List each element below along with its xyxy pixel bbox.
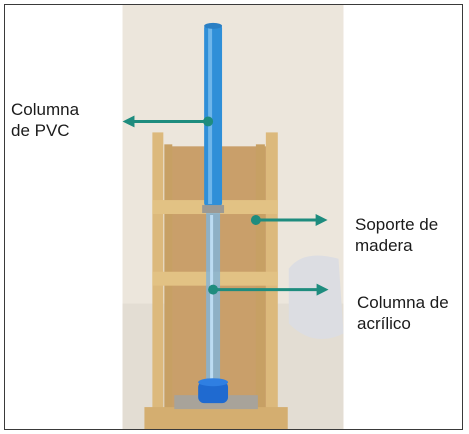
label-acrylic-column: Columna de acrílico [357,292,449,334]
figure-frame: Columna de PVC Soporte de madera Columna… [4,4,463,430]
apparatus-photo [122,5,344,429]
bottom-fitting-top [198,378,229,387]
bottom-fitting [198,381,229,404]
plastic-bag [288,255,344,340]
pvc-column [204,24,223,207]
label-pvc-line1: Columna [11,100,80,119]
arrow-soporte [250,214,328,226]
label-soporte-line2: madera [355,236,413,255]
pvc-cap [204,22,223,29]
arrow-pvc [122,115,214,128]
label-soporte-line1: Soporte de [355,215,439,234]
column-joint [202,205,225,214]
acrylic-column-highlight [210,215,214,383]
label-acrilico-line1: Columna de [357,293,449,312]
pvc-column-highlight [208,26,213,205]
acrylic-column [206,213,221,385]
wood-base [144,407,288,429]
label-pvc-line2: de PVC [11,121,70,140]
arrow-acrilico [208,283,329,296]
label-acrilico-line2: acrílico [357,314,411,333]
label-pvc-column: Columna de PVC [11,99,79,141]
label-wood-support: Soporte de madera [355,214,438,256]
